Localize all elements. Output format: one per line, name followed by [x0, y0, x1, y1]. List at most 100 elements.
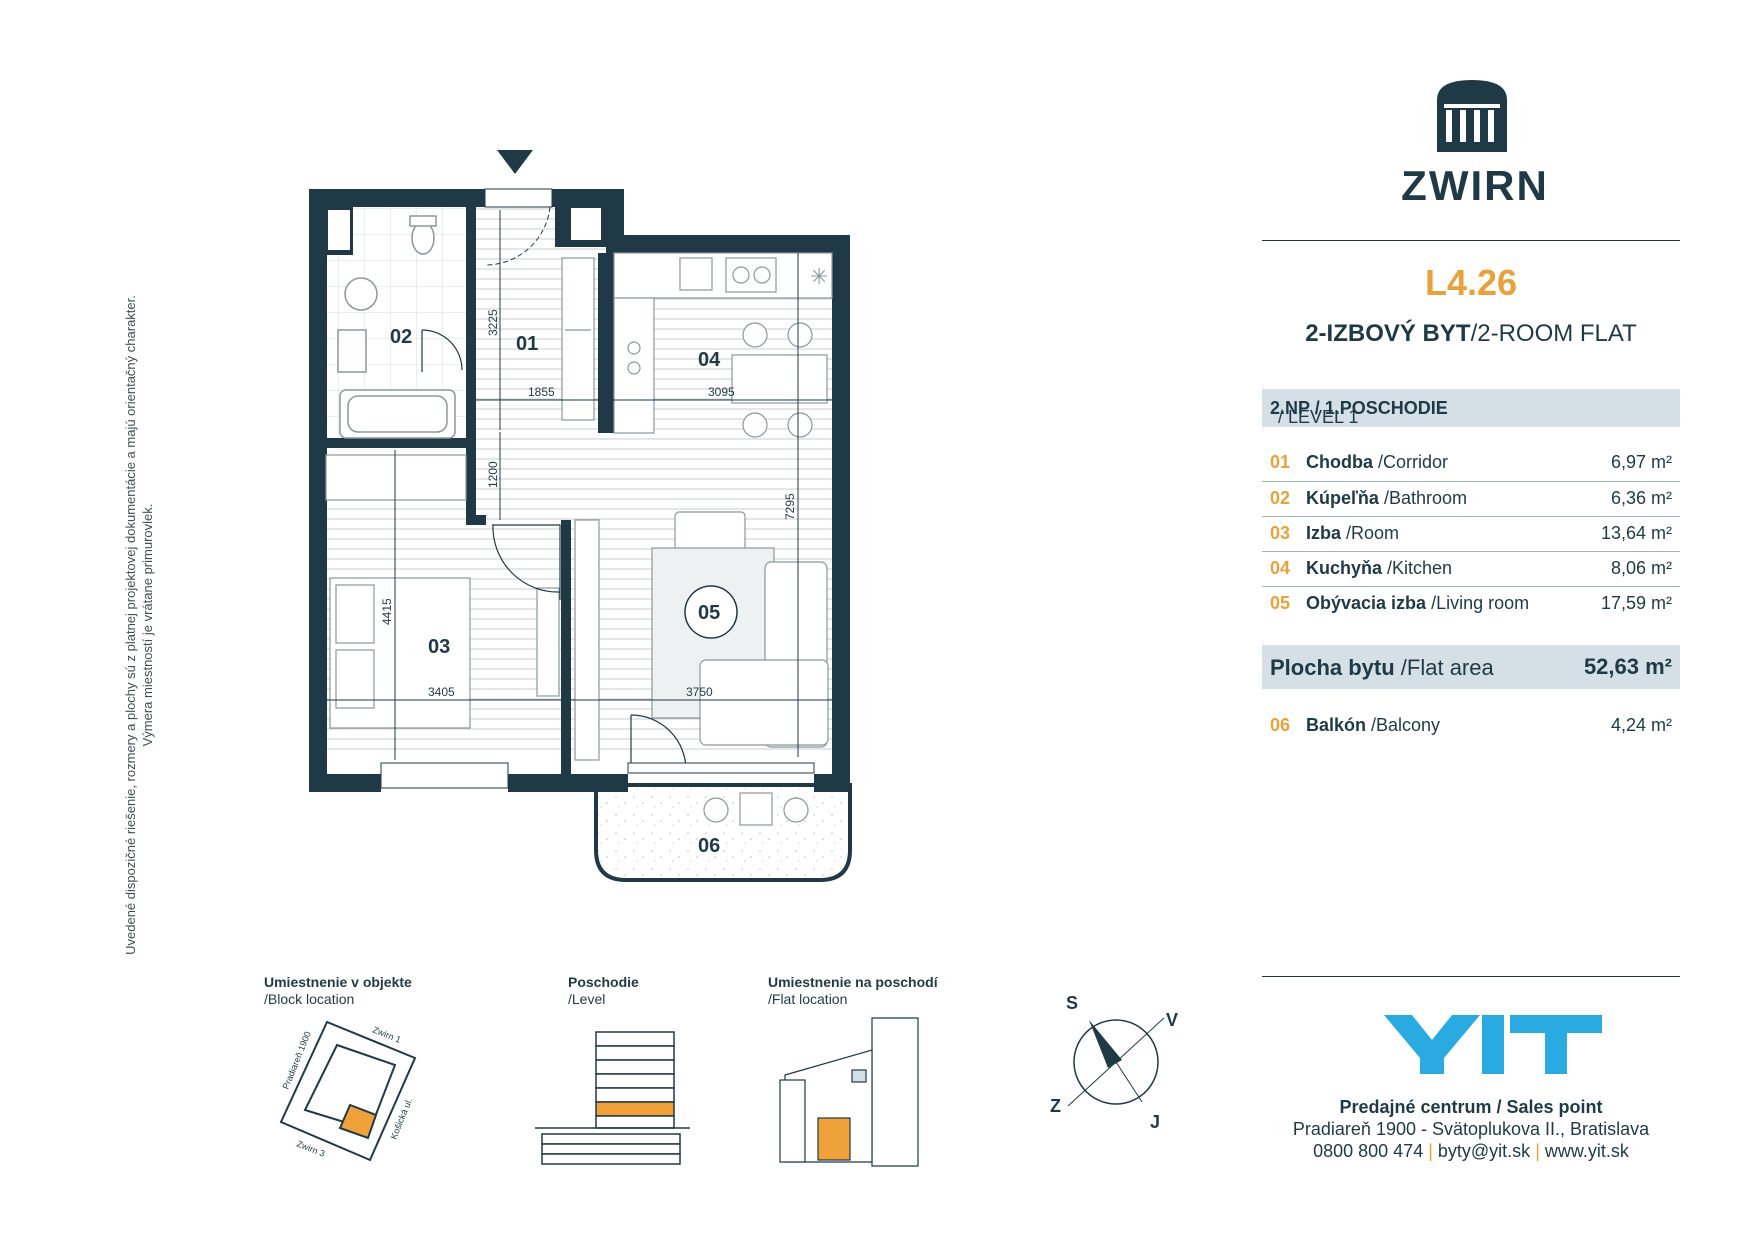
header-divider [1262, 240, 1680, 241]
room-num: 06 [1270, 715, 1291, 735]
separator: | [1530, 1141, 1545, 1161]
balcony-furniture [703, 792, 809, 826]
street-pradiaren: Pradiareň 1900 [281, 1030, 313, 1091]
room-name-en: /Balcony [1366, 715, 1441, 735]
level-en: / LEVEL 1 [1278, 407, 1359, 427]
flat-location-title: Umiestnenie na poschodí [768, 974, 938, 990]
compass-icon [1067, 1017, 1165, 1107]
svg-text:✳: ✳ [810, 265, 828, 290]
room-row-04: 04 Kuchyňa /Kitchen 8,06 m² [1262, 551, 1680, 585]
room-row-05: 05 Obývacia izba /Living room 17,59 m² [1262, 586, 1680, 620]
dimension-3750: 3750 [686, 685, 713, 699]
room-name-en: /Living room [1426, 593, 1530, 613]
room-area: 8,06 m² [1610, 558, 1672, 578]
room-area: 13,64 m² [1600, 523, 1672, 543]
room-name-sk: Kúpeľňa [1306, 488, 1379, 508]
compass-west: Z [1050, 1096, 1061, 1116]
room-num: 04 [1270, 558, 1291, 578]
level-sub: /Level [568, 991, 606, 1007]
dimension-3405: 3405 [428, 685, 455, 699]
level-title: Poschodie [568, 974, 639, 990]
block-location-map [279, 1020, 417, 1162]
flat-area-value: 52,63 m² [1583, 654, 1672, 679]
living-furniture [574, 511, 829, 761]
flat-location-diagram [779, 1017, 919, 1167]
block-location-title: Umiestnenie v objekte [264, 974, 412, 990]
sales-contacts: 0800 800 474 | byty@yit.sk | www.yit.sk [1262, 1141, 1680, 1162]
room-label-02: 02 [390, 326, 412, 348]
yit-logo-icon [1384, 1015, 1602, 1074]
bedroom-furniture [325, 454, 560, 729]
sales-website[interactable]: www.yit.sk [1544, 1141, 1629, 1161]
row-divider [1262, 516, 1680, 517]
room-label-06: 06 [698, 835, 720, 857]
dimension-3095: 3095 [708, 385, 735, 399]
room-num: 03 [1270, 523, 1291, 543]
separator: | [1423, 1141, 1438, 1161]
room-name-en: /Room [1341, 523, 1400, 543]
floor-balcony [594, 783, 852, 882]
entrance-door [484, 188, 553, 208]
dimension-7295: 7295 [783, 493, 797, 520]
street-zwirn-3: Zwirn 3 [295, 1139, 326, 1159]
zwirn-building-icon [1437, 80, 1507, 152]
sales-phone[interactable]: 0800 800 474 [1313, 1141, 1424, 1161]
dimension-1855: 1855 [528, 385, 555, 399]
flat-location-sub: /Flat location [768, 991, 848, 1007]
room-row-06: 06 Balkón /Balcony 4,24 m² [1262, 708, 1680, 742]
compass-north: J [1150, 1112, 1161, 1132]
dimension-3225: 3225 [486, 309, 500, 336]
room-area: 6,97 m² [1610, 452, 1672, 472]
level-diagram [535, 1031, 690, 1165]
row-divider [1262, 551, 1680, 552]
level-bar: 2.NP / 1.POSCHODIE / LEVEL 1 [1262, 389, 1680, 427]
dimension-4415: 4415 [380, 598, 394, 625]
block-location-sub: /Block location [264, 991, 355, 1007]
room-area: 6,36 m² [1610, 488, 1672, 508]
flat-area-label-en: /Flat area [1394, 655, 1494, 680]
room-name-sk: Kuchyňa [1306, 558, 1383, 578]
room-label-04: 04 [698, 349, 721, 371]
room-row-01: 01 Chodba /Corridor 6,97 m² [1262, 445, 1680, 479]
footer-divider [1262, 976, 1680, 977]
flat-area-bar: Plocha bytu /Flat area 52,63 m² [1262, 645, 1680, 689]
windows [380, 762, 815, 789]
flat-type-en: /2-ROOM FLAT [1470, 320, 1637, 347]
flat-type: 2-IZBOVÝ BYT/2-ROOM FLAT [1262, 320, 1680, 348]
room-name-sk: Izba [1306, 523, 1342, 543]
room-name-en: /Kitchen [1382, 558, 1453, 578]
room-row-02: 02 Kúpeľňa /Bathroom 6,36 m² [1262, 481, 1680, 515]
sales-title: Predajné centrum / Sales point [1339, 1097, 1603, 1117]
room-num: 05 [1270, 593, 1291, 613]
room-num: 02 [1270, 488, 1291, 508]
sales-address: Pradiareň 1900 - Svätoplukova II., Brati… [1292, 1119, 1650, 1139]
row-divider [1262, 586, 1680, 587]
brand-name: ZWIRN [1401, 162, 1549, 209]
room-name-en: /Corridor [1373, 452, 1449, 472]
entrance-arrow-icon [497, 150, 533, 174]
flat-area-label-sk: Plocha bytu [1270, 655, 1395, 680]
bathroom-fixtures [337, 215, 456, 439]
dimension-1200: 1200 [486, 461, 500, 488]
flat-type-sk: 2-IZBOVÝ BYT [1305, 320, 1471, 347]
sales-email[interactable]: byty@yit.sk [1437, 1141, 1531, 1161]
room-name-en: /Bathroom [1378, 488, 1467, 508]
room-area: 4,24 m² [1610, 715, 1672, 735]
room-row-03: 03 Izba /Room 13,64 m² [1262, 516, 1680, 550]
room-label-01: 01 [516, 333, 538, 355]
kitchen-counter [613, 252, 833, 438]
room-05-badge [684, 585, 738, 639]
room-num: 01 [1270, 452, 1291, 472]
row-divider [1262, 481, 1680, 482]
level-sk: 2.NP / 1.POSCHODIE [1270, 398, 1448, 418]
room-name-sk: Obývacia izba [1306, 593, 1427, 613]
room-label-05: 05 [698, 602, 720, 624]
flat-code: L4.26 [1424, 262, 1518, 303]
room-label-03: 03 [428, 636, 450, 658]
room-area: 17,59 m² [1600, 593, 1672, 613]
wardrobe [561, 257, 595, 421]
room-name-sk: Chodba [1306, 452, 1373, 472]
dimension-lines [309, 210, 850, 760]
room-name-sk: Balkón [1306, 715, 1367, 735]
